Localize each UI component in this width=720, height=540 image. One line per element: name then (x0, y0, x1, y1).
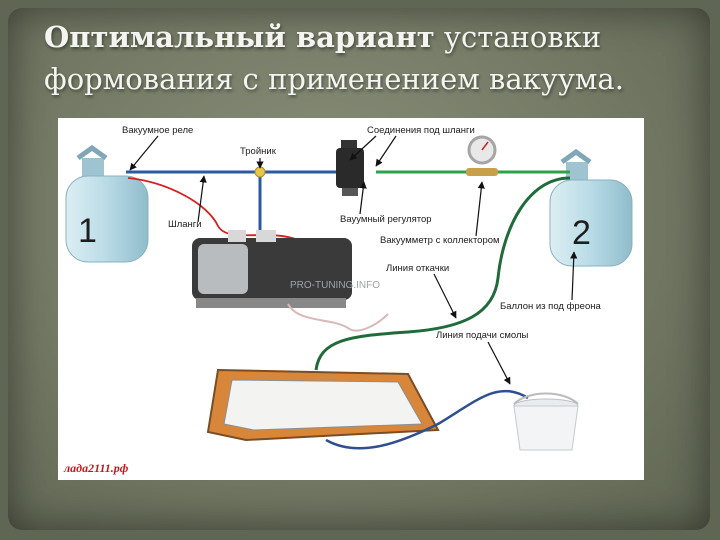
cylinder-1 (65, 144, 149, 263)
title-bold: Оптимальный вариант (44, 20, 435, 54)
title-rest: установки (434, 20, 602, 54)
title-line2: формования с применением вакуума. (44, 62, 624, 96)
label-tee: Тройник (240, 146, 277, 157)
bucket (513, 392, 579, 451)
cylinder-number-1: 1 (78, 212, 97, 250)
label-hoses: Шланги (168, 219, 202, 230)
cylinder-2 (549, 148, 633, 267)
label-freon-cylinder: Баллон из под фреона (500, 301, 601, 312)
label-vacuum-regulator: Вауумный регулятор (340, 214, 432, 225)
label-hose-connections: Соединения под шланги (367, 125, 475, 136)
diagram-panel: 1 2 PRO-TUNING.INFO (58, 118, 644, 480)
label-vacuum-relay: Вакуумное реле (122, 125, 193, 136)
watermark: PRO-TUNING.INFO (290, 280, 380, 291)
label-suction-line: Линия откачки (386, 263, 449, 274)
mold (206, 368, 440, 442)
label-vacuum-gauge: Вакуумметр с коллектором (380, 235, 500, 246)
vacuum-diagram: 1 2 PRO-TUNING.INFO (63, 125, 633, 475)
pointer-arrows (129, 135, 578, 385)
slide-title: Оптимальный вариант установки формования… (44, 16, 684, 100)
vacuum-pump (192, 230, 352, 308)
vacuum-gauge (466, 135, 498, 176)
suction-hose (314, 176, 571, 371)
resin-hose (325, 389, 529, 450)
source-credit: лада2111.рф (63, 461, 129, 475)
pump-cable (287, 303, 389, 332)
vacuum-regulator (336, 140, 364, 196)
cylinder-number-2: 2 (572, 214, 591, 252)
tee-fitting (254, 166, 266, 178)
label-resin-line: Линия подачи смолы (436, 330, 529, 341)
